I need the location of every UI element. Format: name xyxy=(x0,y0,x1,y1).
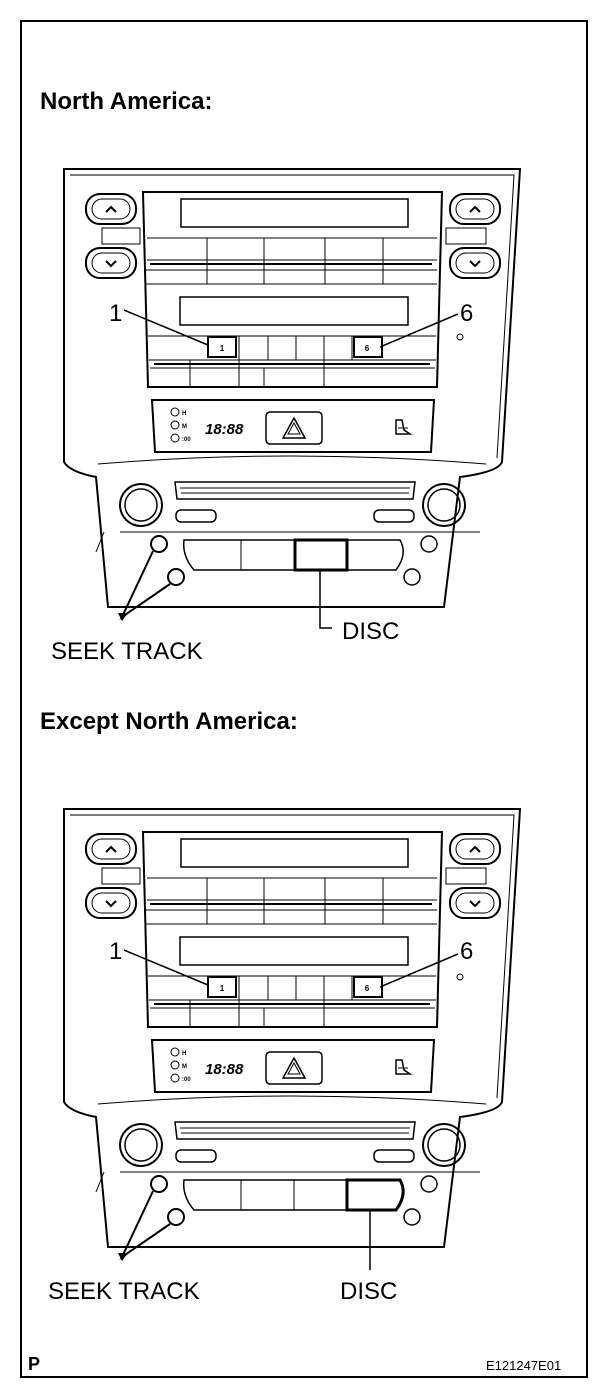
disc-button-north-america xyxy=(293,538,349,572)
disc-button-except-north-america xyxy=(345,1178,405,1212)
footer-page-marker: P xyxy=(28,1354,41,1374)
callout-disc: DISC xyxy=(340,1278,397,1305)
indicator-zero: :00 xyxy=(182,437,191,443)
callout-disc: DISC xyxy=(342,618,399,645)
indicator-minute: M xyxy=(182,1064,187,1070)
preset-button-6-label: 6 xyxy=(365,344,370,353)
callout-preset-6: 6 xyxy=(460,300,473,327)
panel-north-america: 1 6 1 6 SEEK TRACK DISC 18:88 H M :00 xyxy=(51,168,521,665)
section-heading-north-america: North America: xyxy=(40,88,213,115)
panel-except-north-america: 1 6 1 6 SEEK TRACK DISC 18:88 H M :00 xyxy=(48,808,521,1305)
callout-seek-track: SEEK TRACK xyxy=(51,638,203,665)
callout-seek-track: SEEK TRACK xyxy=(48,1278,200,1305)
indicator-minute: M xyxy=(182,424,187,430)
preset-button-1-label: 1 xyxy=(220,984,225,993)
preset-button-6-label: 6 xyxy=(365,984,370,993)
indicator-hour: H xyxy=(182,411,186,417)
clock-display: 18:88 xyxy=(205,1061,244,1078)
preset-button-1-label: 1 xyxy=(220,344,225,353)
callout-preset-6: 6 xyxy=(460,938,473,965)
callout-preset-1: 1 xyxy=(109,938,122,965)
indicator-hour: H xyxy=(182,1051,186,1057)
section-heading-except-north-america: Except North America: xyxy=(40,708,298,735)
indicator-zero: :00 xyxy=(182,1077,191,1083)
clock-display: 18:88 xyxy=(205,421,244,438)
footer-figure-code: E121247E01 xyxy=(486,1358,562,1373)
figure-frame xyxy=(20,20,588,1378)
callout-preset-1: 1 xyxy=(109,300,122,327)
